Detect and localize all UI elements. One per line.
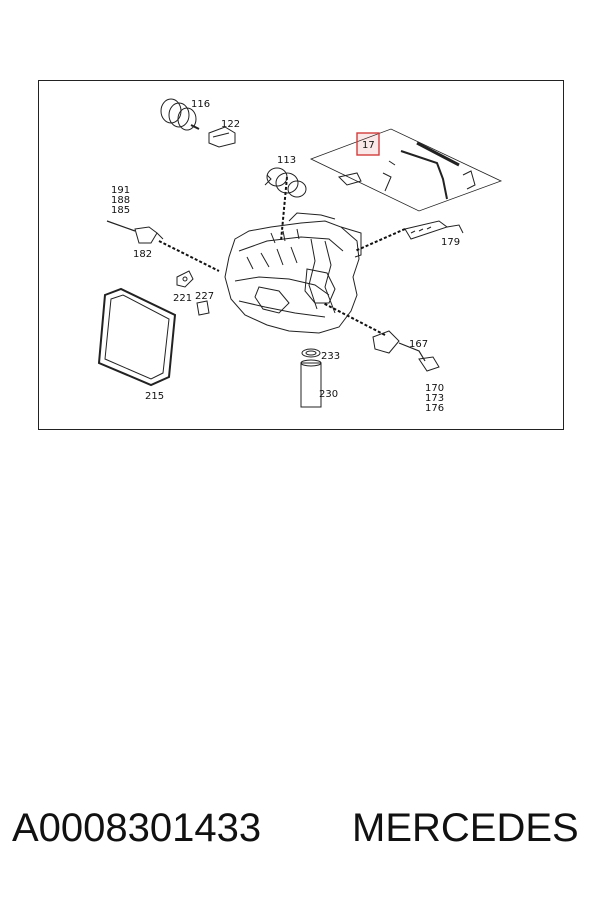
label-221: 221 [173, 293, 192, 304]
label-188: 188 [111, 195, 130, 206]
part-labels: 116 122 113 17 191 188 185 182 221 227 1… [111, 99, 460, 414]
label-230: 230 [319, 389, 338, 400]
part-170-cable [418, 356, 440, 372]
label-215: 215 [145, 391, 164, 402]
part-number: A0008301433 [12, 806, 262, 850]
label-233: 233 [321, 351, 340, 362]
label-191: 191 [111, 185, 130, 196]
part-215-pan-gasket [97, 287, 177, 387]
label-113: 113 [277, 155, 296, 166]
label-170: 170 [425, 383, 444, 394]
part-233-ring [301, 348, 321, 358]
label-167: 167 [409, 339, 428, 350]
part-182-connector [106, 220, 164, 244]
part-116-bellows [160, 98, 200, 131]
part-122-bracket [208, 126, 236, 148]
part-167-sensor [372, 330, 426, 362]
label-173: 173 [425, 393, 444, 404]
label-179: 179 [441, 237, 460, 248]
transmission-housing [224, 212, 362, 334]
product-caption: A0008301433 MERCEDES [0, 800, 600, 860]
brand-name: MERCEDES [352, 806, 579, 850]
label-176: 176 [425, 403, 444, 414]
parts-diagram: 116 122 113 17 191 188 185 182 221 227 1… [97, 98, 503, 414]
part-230-filter [300, 359, 322, 408]
label-17: 17 [362, 140, 375, 151]
label-116: 116 [191, 99, 210, 110]
label-182: 182 [133, 249, 152, 260]
parts-diagram-frame: 116 122 113 17 191 188 185 182 221 227 1… [38, 80, 564, 430]
part-227-plug [196, 300, 210, 316]
part-17-shift-assembly [309, 128, 503, 212]
label-122: 122 [221, 119, 240, 130]
label-227: 227 [195, 291, 214, 302]
part-179-switch [404, 220, 464, 240]
leader-lines [158, 176, 406, 336]
part-221-gasket [176, 270, 194, 288]
part-113-boot [264, 167, 307, 198]
highlight-box-17 [356, 132, 380, 156]
label-185: 185 [111, 205, 130, 216]
